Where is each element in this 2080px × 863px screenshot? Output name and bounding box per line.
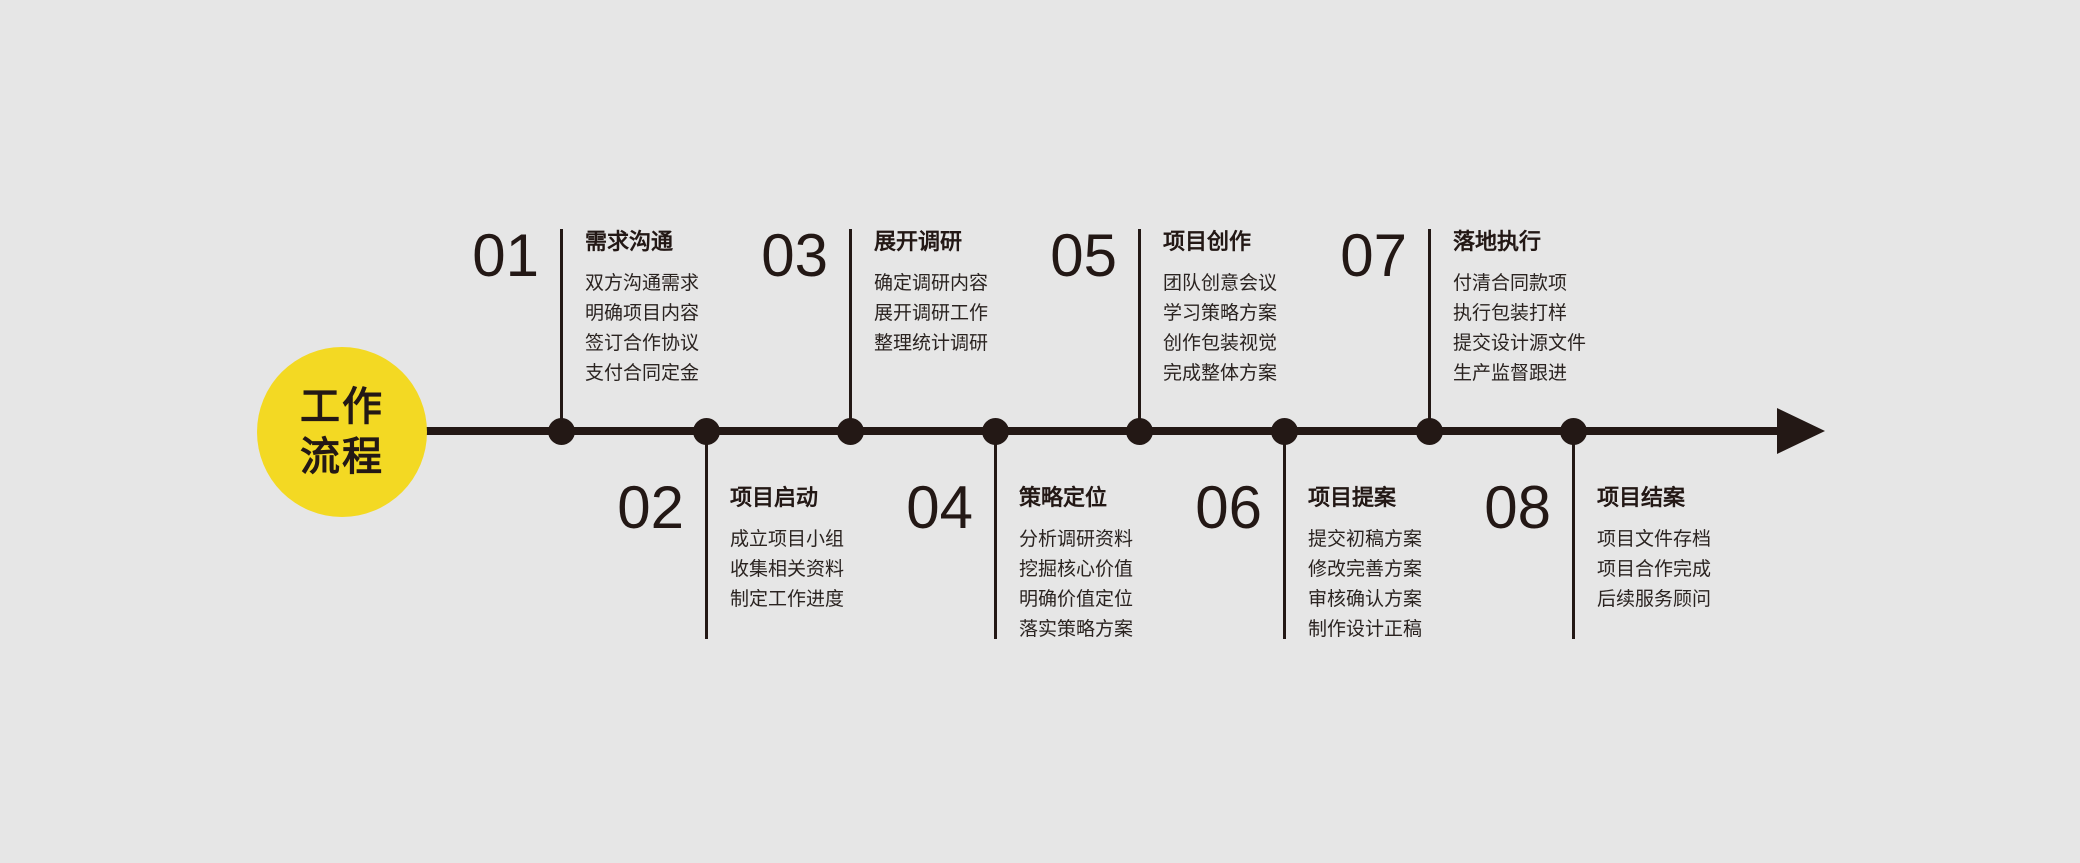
step-task-item: 双方沟通需求: [585, 272, 700, 294]
step-task-item: 签订合作协议: [585, 332, 700, 354]
step-task-item: 修改完善方案: [1308, 558, 1423, 580]
step-task-item: 成立项目小组: [730, 528, 845, 550]
timeline-node-dot: [1416, 418, 1443, 445]
step-task-item: 收集相关资料: [730, 558, 845, 580]
step-number: 04: [906, 474, 973, 541]
step-title: 需求沟通: [585, 230, 674, 255]
timeline-node-dot: [1560, 418, 1587, 445]
hub-title-line1: 工作: [300, 384, 384, 430]
step-task-item: 落实策略方案: [1019, 618, 1134, 640]
step-task-item: 完成整体方案: [1163, 362, 1278, 384]
step-content: 展开调研确定调研内容展开调研工作整理统计调研: [874, 228, 988, 358]
timeline-axis: [424, 427, 1784, 435]
step-number: 03: [761, 222, 828, 289]
step-task-item: 整理统计调研: [874, 332, 989, 354]
step-content: 策略定位分析调研资料挖掘核心价值明确价值定位落实策略方案: [1019, 484, 1133, 644]
step-task-item: 审核确认方案: [1308, 588, 1423, 610]
step-task-item: 执行包装打样: [1453, 302, 1568, 324]
step-number: 02: [617, 474, 684, 541]
step-content: 需求沟通双方沟通需求明确项目内容签订合作协议支付合同定金: [585, 228, 699, 388]
step-task-item: 项目文件存档: [1597, 528, 1712, 550]
step-task-item: 制作设计正稿: [1308, 618, 1423, 640]
step-task-item: 后续服务顾问: [1597, 588, 1712, 610]
step-title: 策略定位: [1019, 486, 1108, 511]
step-task-item: 付清合同款项: [1453, 272, 1568, 294]
timeline-node-dot: [982, 418, 1009, 445]
step-connector-line: [1572, 431, 1575, 639]
step-connector-line: [994, 431, 997, 639]
step-connector-line: [560, 229, 563, 431]
timeline-node-dot: [1271, 418, 1298, 445]
step-connector-line: [1138, 229, 1141, 431]
step-number: 01: [472, 222, 539, 289]
arrow-head-icon: [1777, 408, 1825, 454]
step-task-item: 展开调研工作: [874, 302, 989, 324]
step-connector-line: [1283, 431, 1286, 639]
step-task-item: 提交设计源文件: [1453, 332, 1587, 354]
step-number: 05: [1050, 222, 1117, 289]
step-title: 展开调研: [874, 230, 963, 255]
step-task-item: 提交初稿方案: [1308, 528, 1423, 550]
step-task-item: 学习策略方案: [1163, 302, 1278, 324]
step-number: 08: [1484, 474, 1551, 541]
step-task-item: 分析调研资料: [1019, 528, 1134, 550]
step-title: 项目结案: [1597, 486, 1686, 511]
step-task-item: 明确项目内容: [585, 302, 700, 324]
step-number: 07: [1340, 222, 1407, 289]
step-connector-line: [849, 229, 852, 431]
timeline-node-dot: [693, 418, 720, 445]
step-content: 落地执行付清合同款项执行包装打样提交设计源文件生产监督跟进: [1453, 228, 1586, 388]
step-number: 06: [1195, 474, 1262, 541]
step-task-item: 确定调研内容: [874, 272, 989, 294]
step-title: 项目启动: [730, 486, 819, 511]
step-task-item: 项目合作完成: [1597, 558, 1712, 580]
step-task-item: 制定工作进度: [730, 588, 845, 610]
step-content: 项目启动成立项目小组收集相关资料制定工作进度: [730, 484, 844, 614]
step-task-item: 创作包装视觉: [1163, 332, 1278, 354]
step-task-item: 明确价值定位: [1019, 588, 1134, 610]
timeline-node-dot: [548, 418, 575, 445]
step-connector-line: [1428, 229, 1431, 431]
timeline-node-dot: [837, 418, 864, 445]
step-title: 落地执行: [1453, 230, 1542, 255]
step-task-item: 挖掘核心价值: [1019, 558, 1134, 580]
timeline-node-dot: [1126, 418, 1153, 445]
workflow-title-badge: 工作 流程: [257, 347, 427, 517]
step-content: 项目创作团队创意会议学习策略方案创作包装视觉完成整体方案: [1163, 228, 1277, 388]
hub-title-line2: 流程: [300, 434, 384, 480]
step-connector-line: [705, 431, 708, 639]
step-content: 项目结案项目文件存档项目合作完成后续服务顾问: [1597, 484, 1711, 614]
step-task-item: 支付合同定金: [585, 362, 700, 384]
step-content: 项目提案提交初稿方案修改完善方案审核确认方案制作设计正稿: [1308, 484, 1422, 644]
step-title: 项目提案: [1308, 486, 1397, 511]
step-task-item: 生产监督跟进: [1453, 362, 1568, 384]
step-task-item: 团队创意会议: [1163, 272, 1278, 294]
step-title: 项目创作: [1163, 230, 1252, 255]
